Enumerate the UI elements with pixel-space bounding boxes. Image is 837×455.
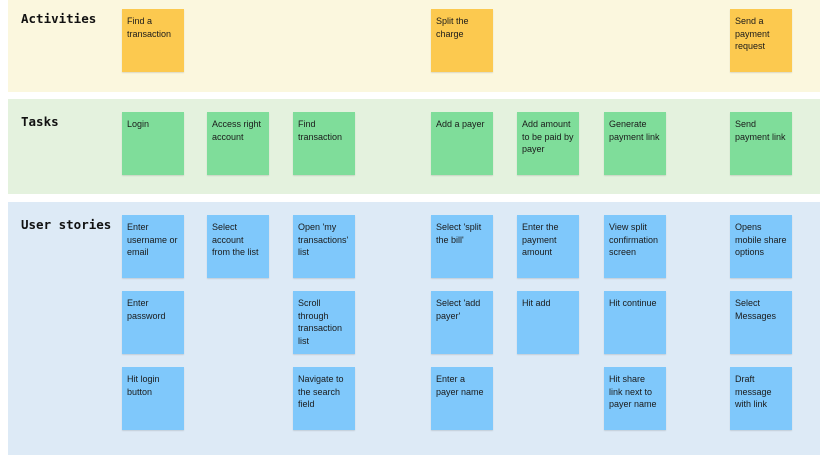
story-navigate-search-note[interactable]: Navigate to the search field (293, 367, 355, 430)
activity-split-charge-note[interactable]: Split the charge (431, 9, 493, 72)
story-draft-message-note[interactable]: Draft message with link (730, 367, 792, 430)
task-generate-link-note[interactable]: Generate payment link (604, 112, 666, 175)
story-hit-add-note[interactable]: Hit add (517, 291, 579, 354)
story-enter-payer-name-note[interactable]: Enter a payer name (431, 367, 493, 430)
story-open-transactions-note[interactable]: Open 'my transactions' list (293, 215, 355, 278)
story-hit-login-note[interactable]: Hit login button (122, 367, 184, 430)
story-hit-continue-note[interactable]: Hit continue (604, 291, 666, 354)
activity-find-transaction-note[interactable]: Find a transaction (122, 9, 184, 72)
task-add-amount-note[interactable]: Add amount to be paid by payer (517, 112, 579, 175)
story-enter-amount-note[interactable]: Enter the payment amount (517, 215, 579, 278)
story-enter-password-note[interactable]: Enter password (122, 291, 184, 354)
task-find-transaction-note[interactable]: Find transaction (293, 112, 355, 175)
task-send-link-note[interactable]: Send payment link (730, 112, 792, 175)
task-login-note[interactable]: Login (122, 112, 184, 175)
story-open-share-note[interactable]: Opens mobile share options (730, 215, 792, 278)
user-stories-row-label: User stories (21, 217, 112, 232)
task-access-account-note[interactable]: Access right account (207, 112, 269, 175)
story-select-account-note[interactable]: Select account from the list (207, 215, 269, 278)
story-select-add-payer-note[interactable]: Select 'add payer' (431, 291, 493, 354)
activities-row-label: Activities (21, 11, 97, 26)
story-select-split-note[interactable]: Select 'split the bill' (431, 215, 493, 278)
story-enter-username-note[interactable]: Enter username or email (122, 215, 184, 278)
story-scroll-list-note[interactable]: Scroll through transaction list (293, 291, 355, 354)
story-select-messages-note[interactable]: Select Messages (730, 291, 792, 354)
story-view-split-note[interactable]: View split confirmation screen (604, 215, 666, 278)
task-add-payer-note[interactable]: Add a payer (431, 112, 493, 175)
tasks-row-label: Tasks (21, 114, 59, 129)
story-hit-share-note[interactable]: Hit share link next to payer name (604, 367, 666, 430)
activity-send-request-note[interactable]: Send a payment request (730, 9, 792, 72)
